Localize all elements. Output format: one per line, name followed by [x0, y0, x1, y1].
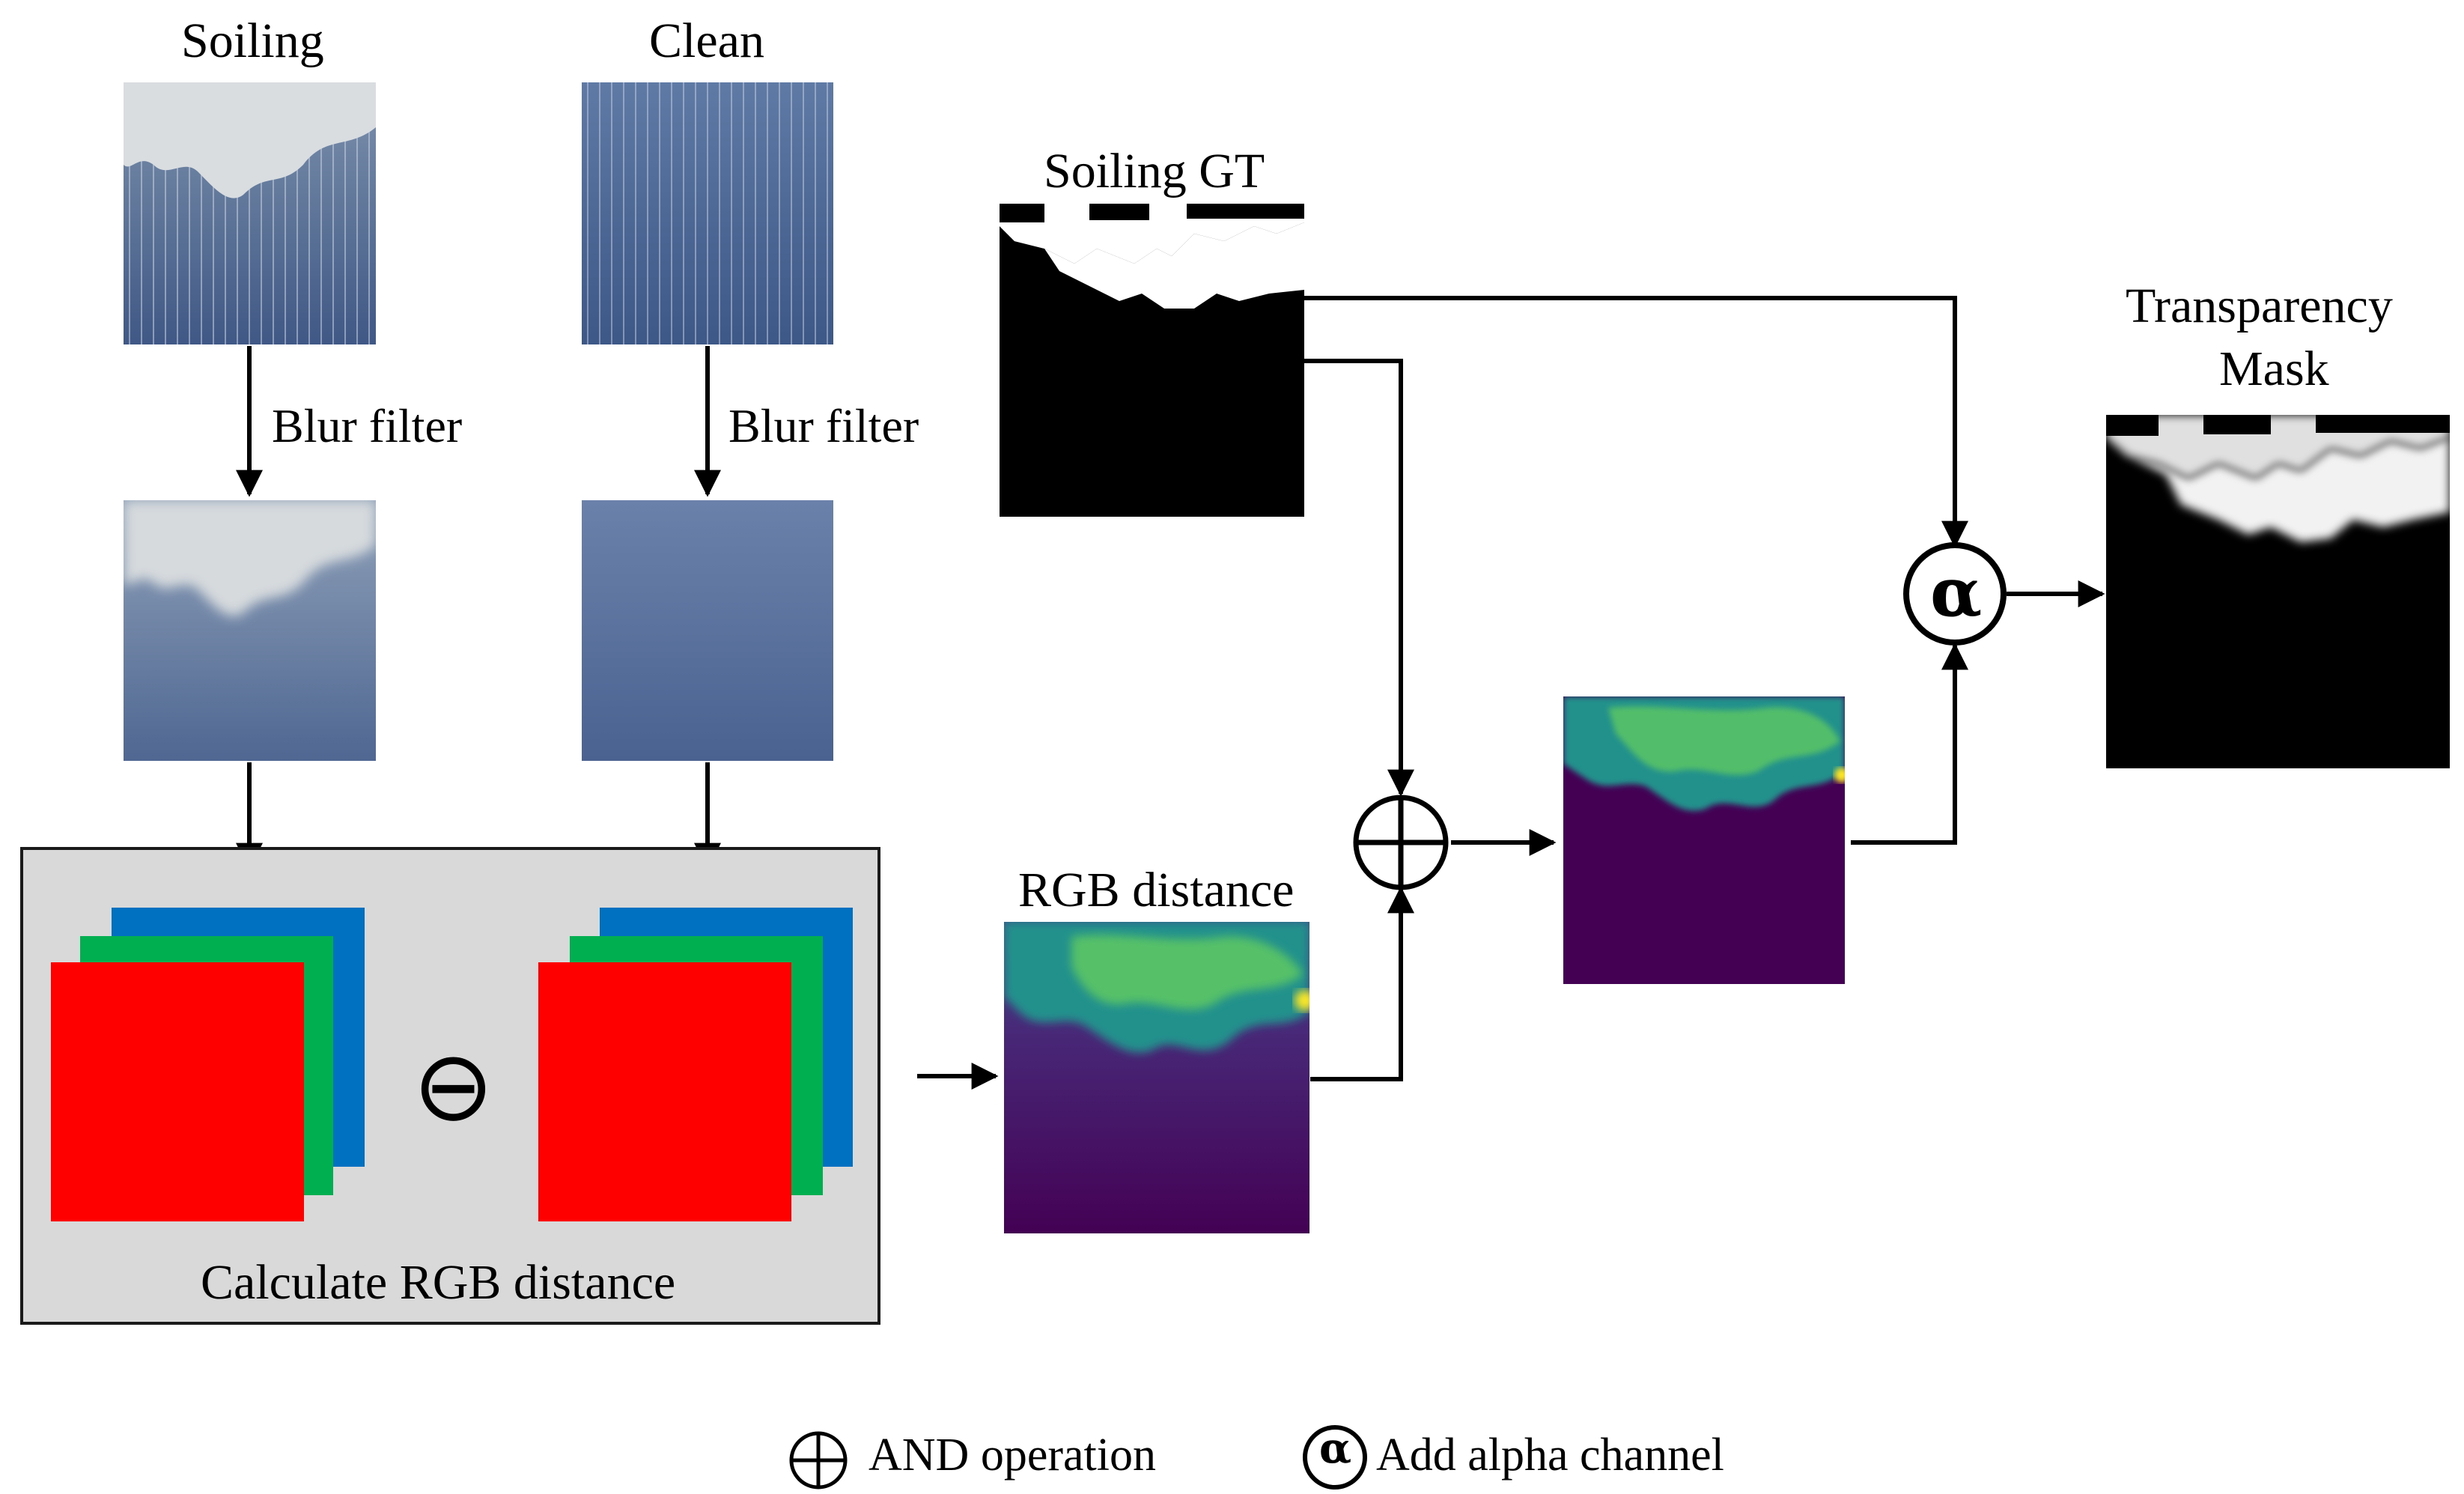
label-blur-filter-left: Blur filter — [272, 399, 463, 452]
label-soiling-gt: Soiling GT — [1044, 144, 1265, 198]
legend-alpha-symbol: α — [1319, 1424, 1352, 1473]
soiling-gt-mask — [1000, 204, 1304, 517]
label-transparency: Transparency — [2126, 279, 2393, 333]
alpha-symbol: α — [1930, 553, 1983, 632]
legend-and-icon — [789, 1431, 848, 1490]
label-clean: Clean — [649, 13, 764, 68]
soiling-photo — [124, 82, 376, 344]
label-blur-filter-right: Blur filter — [728, 399, 919, 452]
red-channel-left — [51, 962, 304, 1221]
subtract-operator-icon: ⊖ — [413, 1029, 494, 1143]
transparency-mask-image — [2106, 415, 2450, 768]
clean-photo — [582, 82, 833, 344]
arrow-gt-alpha — [1304, 296, 1968, 548]
label-calculate-rgb: Calculate RGB distance — [201, 1255, 676, 1310]
and-operator-icon — [1353, 795, 1449, 890]
legend-and-label: AND operation — [869, 1430, 1156, 1481]
label-soiling: Soiling — [181, 13, 324, 68]
red-channel-right — [538, 962, 791, 1221]
arrow-heatmap-alpha — [1851, 643, 1968, 845]
legend-alpha-label: Add alpha channel — [1376, 1430, 1724, 1481]
rgb-distance-heatmap — [1004, 922, 1309, 1233]
label-rgb-distance: RGB distance — [1018, 863, 1295, 917]
blurred-clean-photo — [582, 500, 833, 761]
masked-distance-heatmap — [1563, 696, 1845, 984]
arrow-rgb-and — [1310, 886, 1414, 1081]
alpha-operator-icon — [1903, 542, 2007, 646]
legend-alpha-icon — [1303, 1425, 1367, 1490]
calculate-rgb-panel: ⊖ Calculate RGB distance — [20, 847, 880, 1325]
blurred-soiling-photo — [124, 500, 376, 761]
arrow-gt-and — [1304, 359, 1414, 797]
label-mask: Mask — [2219, 341, 2329, 396]
